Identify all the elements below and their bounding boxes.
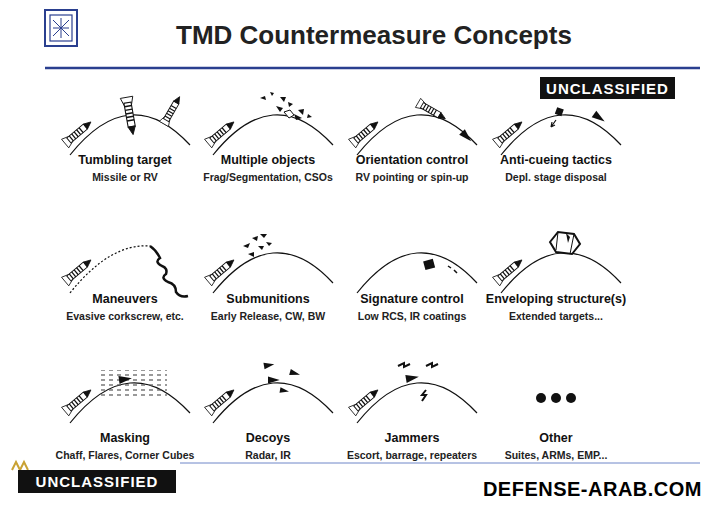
concept-detail: Missile or RV <box>92 171 158 183</box>
banner-text: UNCLASSIFIED <box>36 473 159 490</box>
concept-name: Anti-cueing tactics <box>500 153 612 167</box>
classification-banner: UNCLASSIFIED <box>18 470 176 493</box>
logo-mark <box>12 462 28 470</box>
concept-detail: Escort, barrage, repeaters <box>347 449 477 461</box>
tumbling-target <box>62 94 190 155</box>
rule <box>180 463 700 464</box>
concept-detail: Radar, IR <box>245 449 291 461</box>
concept-name: Multiple objects <box>221 153 315 167</box>
concept-name: Enveloping structure(s) <box>486 292 626 306</box>
concept-detail: Chaff, Flares, Corner Cubes <box>56 449 195 461</box>
submunitions <box>205 234 333 293</box>
watermark: DEFENSE-ARAB.COM <box>483 478 702 501</box>
other-dots <box>536 393 576 403</box>
slide-title: TMD Countermeasure Concepts <box>176 20 572 51</box>
multiple-objects <box>205 92 333 155</box>
concept-detail: Early Release, CW, BW <box>211 310 325 322</box>
concept-detail: RV pointing or spin-up <box>356 171 469 183</box>
concept-detail: Extended targets... <box>509 310 603 322</box>
concept-name: Other <box>539 431 572 445</box>
anti-cueing-tactics <box>493 107 621 155</box>
classification-banner: UNCLASSIFIED <box>540 77 675 99</box>
orientation-control <box>349 98 477 155</box>
concept-name: Jammers <box>385 431 440 445</box>
masking <box>62 370 190 423</box>
concept-name: Decoys <box>246 431 290 445</box>
concept-name: Signature control <box>360 292 463 306</box>
maneuvers <box>62 246 188 297</box>
banner-text: UNCLASSIFIED <box>546 80 669 97</box>
concept-name: Maneuvers <box>92 292 157 306</box>
rule <box>45 67 700 70</box>
concept-name: Submunitions <box>226 292 309 306</box>
concept-name: Masking <box>100 431 150 445</box>
concept-detail: Evasive corkscrew, etc. <box>66 310 184 322</box>
signature-control <box>357 253 477 293</box>
concept-name: Orientation control <box>356 153 469 167</box>
concept-detail: Depl. stage disposal <box>505 171 607 183</box>
jammers <box>349 363 477 423</box>
concept-name: Tumbling target <box>78 153 172 167</box>
logo <box>45 10 77 46</box>
decoys <box>205 361 333 423</box>
concept-detail: Suites, ARMs, EMP... <box>505 449 608 461</box>
enveloping-structure <box>493 232 621 293</box>
concept-detail: Low RCS, IR coatings <box>358 310 467 322</box>
concept-detail: Frag/Segmentation, CSOs <box>203 171 333 183</box>
